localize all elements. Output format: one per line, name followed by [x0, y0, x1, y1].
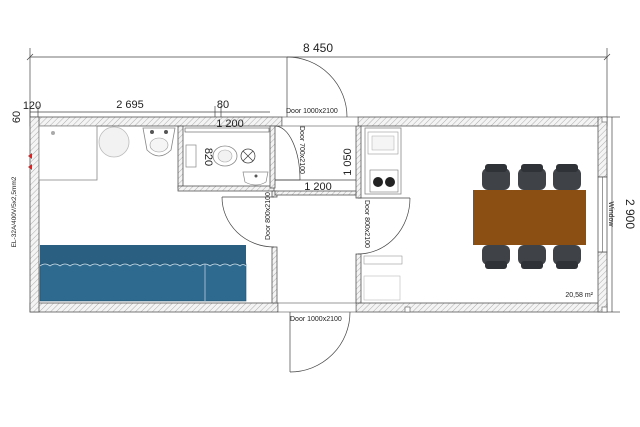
- overall-width-label: 8 450: [303, 41, 333, 55]
- wc-depth-dim: 820: [202, 148, 214, 166]
- wc-washbasin-icon: [242, 171, 269, 186]
- overall-depth-label: 2 900: [623, 199, 637, 229]
- shower-icon: [51, 131, 55, 135]
- sofa-beds: [39, 245, 247, 302]
- wc-width-dim: 1 200: [216, 118, 244, 130]
- corridor-depth-dim: 1 050: [342, 148, 354, 176]
- door-left-label: Door 800x2100: [265, 192, 272, 240]
- door-wc: Door 700x2100: [274, 125, 305, 181]
- corridor-width-dim: 1 200: [304, 181, 332, 193]
- door-bottom: Door 1000x2100: [277, 302, 357, 373]
- wc: 1 200 820: [184, 118, 270, 186]
- partition-dim: 80: [217, 99, 229, 111]
- door-right-label: Door 800x2100: [363, 200, 370, 248]
- socket-icon-2: [28, 164, 32, 170]
- lamp-icon: [240, 148, 256, 164]
- door-left: Door 800x2100: [221, 192, 275, 248]
- outer-walls: [29, 116, 608, 313]
- chair-icon: [482, 164, 581, 269]
- window-label: Window: [607, 202, 614, 228]
- corridor: 1 200 1 050: [275, 148, 356, 193]
- door-top: Door 1000x2100: [281, 56, 359, 127]
- bathroom: [38, 125, 176, 181]
- shower-head-circle: [98, 126, 130, 158]
- floor-area-label: 20,58 m²: [565, 292, 593, 299]
- door-right: Door 800x2100: [357, 197, 411, 255]
- bath-room-width-dim: 2 695: [116, 99, 144, 111]
- shower-tray: [38, 125, 98, 181]
- door-top-label: Door 1000x2100: [286, 108, 338, 115]
- dining-set: [473, 164, 586, 269]
- dining-table: [473, 190, 586, 245]
- socket-icon: [28, 153, 32, 159]
- door-wc-label: Door 700x2100: [298, 126, 305, 174]
- dimension-overall-depth: 2 900: [604, 116, 637, 313]
- kitchen: [363, 127, 403, 301]
- fridge: [363, 275, 401, 301]
- left-wall-dim: 120: [23, 100, 41, 112]
- end-wall-dim: 60: [11, 111, 23, 123]
- dimension-overall-width: 8 450: [26, 41, 611, 118]
- electric-spec-label: EL-32A/400V/5x2,5mm2: [11, 176, 18, 247]
- electric-panel: EL-32A/400V/5x2,5mm2: [11, 153, 32, 247]
- dimension-segments: 120 2 695 80 60: [11, 99, 270, 123]
- door-bottom-label: Door 1000x2100: [290, 316, 342, 323]
